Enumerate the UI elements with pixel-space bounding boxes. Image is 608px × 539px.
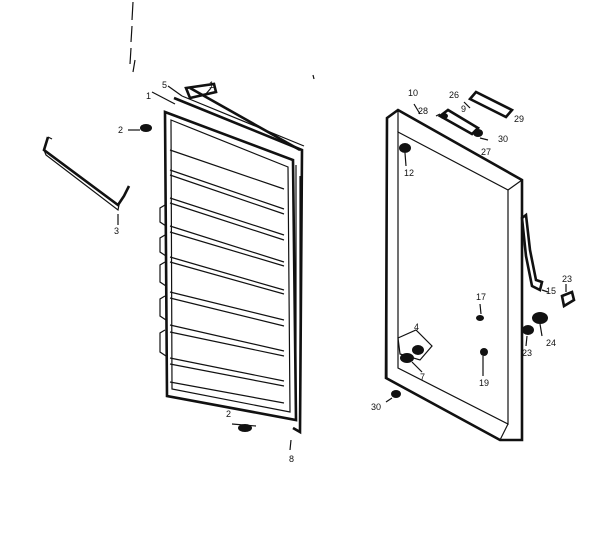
reference-dashed-line [129,1,136,73]
callout-23-right: 23 [562,274,572,284]
shelf-bracket [42,136,131,212]
callout-28: 28 [418,106,428,116]
callout-30-bottom: 30 [371,402,381,412]
bottom-hinge-screw [385,390,401,403]
door-handle [520,212,549,293]
screw-bottom [231,423,257,432]
door-liner [159,82,305,435]
callout-27: 27 [481,147,491,157]
stray-mark [312,74,315,80]
callout-2-top: 2 [118,125,123,135]
handle-top-parts [413,90,515,141]
callout-17: 17 [476,292,486,302]
callout-26: 26 [449,90,459,100]
callout-9: 9 [461,104,466,114]
hinge-plug [399,143,411,167]
outer-door-frame [384,108,524,442]
callout-3: 3 [114,226,119,236]
callout-19: 19 [479,378,489,388]
plug-19 [480,348,488,376]
callout-24: 24 [546,338,556,348]
callout-2-bottom: 2 [226,409,231,419]
callout-30-top: 30 [498,134,508,144]
callout-7: 7 [420,372,425,382]
callout-23-left: 23 [522,348,532,358]
callout-10: 10 [408,88,418,98]
leader-lines-left [117,85,292,451]
hinge-plate [397,329,433,373]
callout-5: 5 [162,80,167,90]
callout-15: 15 [546,286,556,296]
callout-1-left: 1 [146,91,151,101]
callout-4: 4 [414,322,419,332]
callout-29: 29 [514,114,524,124]
callout-8: 8 [289,454,294,464]
callout-12: 12 [404,168,414,178]
plug-17 [476,303,484,321]
latch-parts [522,284,576,347]
callout-1-top: 1 [209,80,214,90]
screw-top [128,124,152,132]
